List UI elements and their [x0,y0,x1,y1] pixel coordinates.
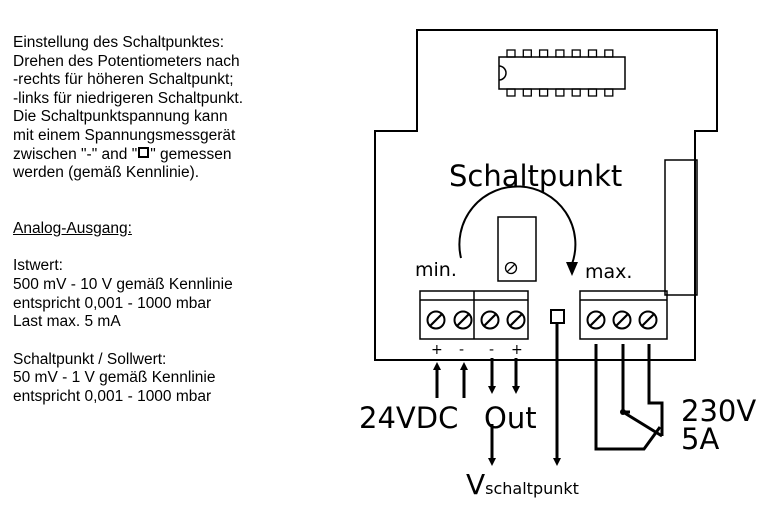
square-terminal-icon [138,146,150,158]
ic-pin [522,88,532,97]
vsp-sub: schaltpunkt [485,479,579,498]
sollwert-line: entspricht 0,001 - 1000 mbar [13,387,212,405]
measure-post: " gemessen [150,145,232,163]
screw-terminal-icon [586,310,606,330]
square-test-terminal [550,309,565,324]
istwert-line: Last max. 5 mA [13,313,121,331]
plus-right: + [511,342,523,358]
relay-box [664,159,698,296]
screw-slot [483,313,497,327]
rotation-arc-icon [458,185,577,265]
screw-slot [456,313,470,327]
screw-slot [589,313,603,327]
minus-left: - [459,342,464,358]
relay-switch-blade [622,410,663,438]
screw-terminal-icon [506,310,526,330]
ic-pin [538,88,549,97]
measure-line: zwischen "-" and " " gemessen [13,146,343,165]
max-label: max. [585,261,632,283]
setting-line: -rechts für höheren Schaltpunkt; [13,71,234,89]
screw-slot [509,313,523,327]
ic-pin [571,49,581,58]
sollwert-line: Schaltpunkt / Sollwert: [13,350,167,368]
setting-line: mit einem Spannungsmessgerät [13,126,236,144]
measure-pre: zwischen "-" and " [13,145,138,163]
screw-terminal-icon [453,310,473,330]
vsp-main: V [466,468,485,501]
measure-end: werden (gemäß Kennlinie). [13,164,200,182]
sollwert-line: 50 mV - 1 V gemäß Kennlinie [13,369,216,387]
min-label: min. [415,259,457,281]
pot-title: Schaltpunkt [449,159,622,193]
setting-line: -links für niedrigeren Schaltpunkt. [13,89,244,107]
istwert-line: entspricht 0,001 - 1000 mbar [13,294,212,312]
screw-terminal-icon [426,310,446,330]
ic-pin [587,49,598,58]
ic-pin [604,88,614,97]
screw-slot [429,313,443,327]
ic-pin [506,49,516,58]
screw-slot [641,313,655,327]
setting-line: Einstellung des Schaltpunktes: [13,34,225,51]
ic-pin [571,88,581,97]
istwert-line: Istwert: [13,257,63,275]
screw-terminal-icon [480,310,500,330]
terminal-block-left [419,290,529,340]
ic-pin [604,49,614,58]
screw-slot [615,313,629,327]
supply-label: 24VDC [359,401,458,435]
istwert-line: 500 mV - 10 V gemäß Kennlinie [13,275,233,293]
screw-terminal-icon [638,310,658,330]
housing-outline [374,29,718,361]
ic-pin [506,88,516,97]
ic-pin [538,49,549,58]
relay-voltage-label: 230V [681,394,756,428]
ic-pin [555,49,565,58]
ic-pin [522,49,532,58]
out-label: Out [484,401,537,435]
setting-line: Drehen des Potentiometers nach [13,52,240,70]
ic-chip-icon [498,49,626,97]
plus-left: + [431,342,443,358]
screw-terminal-icon [612,310,632,330]
vsp-label: Vschaltpunkt [466,468,579,501]
terminal-block-right [579,290,668,340]
ic-pin [555,88,565,97]
setting-line: Die Schaltpunktspannung kann [13,108,228,126]
potentiometer-icon [497,216,537,282]
instructions-text: Einstellung des Schaltpunktes: Drehen de… [13,34,343,407]
minus-right: - [489,342,494,358]
ic-pin [587,88,598,97]
analog-heading: Analog-Ausgang: [13,219,132,237]
rotation-arrowhead-icon [566,262,578,276]
relay-current-label: 5A [681,422,719,456]
